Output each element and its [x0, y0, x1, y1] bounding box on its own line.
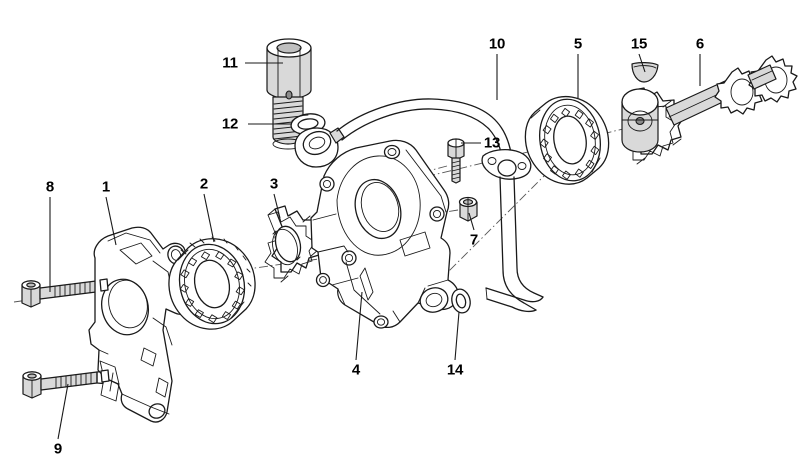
callout-number-6: 6 — [695, 35, 705, 53]
callout-number-15: 15 — [630, 35, 648, 53]
part-outer-rotor-ring — [168, 236, 256, 330]
callout-number-7: 7 — [469, 231, 479, 249]
callout-number-1: 1 — [101, 178, 111, 196]
callout-leaders — [49, 53, 701, 440]
callout-number-10: 10 — [488, 35, 506, 53]
part-oil-suction-pipe — [294, 98, 544, 313]
callout-number-12: 12 — [221, 115, 239, 133]
part-bolt-upper — [21, 279, 103, 308]
part-o-ring-pipe — [451, 288, 471, 314]
callout-number-4: 4 — [351, 361, 361, 379]
callout-number-3: 3 — [269, 175, 279, 193]
part-pump-housing — [310, 139, 459, 329]
callout-number-9: 9 — [53, 440, 63, 458]
callout-number-2: 2 — [199, 175, 209, 193]
callout-number-13: 13 — [483, 134, 501, 152]
part-woodruff-key — [631, 62, 659, 83]
callout-number-11: 11 — [222, 54, 238, 72]
part-dowel-pin — [427, 196, 478, 222]
callout-number-5: 5 — [573, 35, 583, 53]
part-pump-cover — [88, 226, 193, 423]
part-banjo-bolt — [266, 38, 312, 150]
part-bolt-lower — [22, 370, 104, 399]
part-inner-rotor-gear — [264, 205, 323, 283]
part-rotor-set-rear — [524, 96, 610, 185]
part-pump-drive-shaft — [621, 55, 798, 165]
callout-number-14: 14 — [446, 361, 464, 379]
callout-number-8: 8 — [45, 178, 55, 196]
